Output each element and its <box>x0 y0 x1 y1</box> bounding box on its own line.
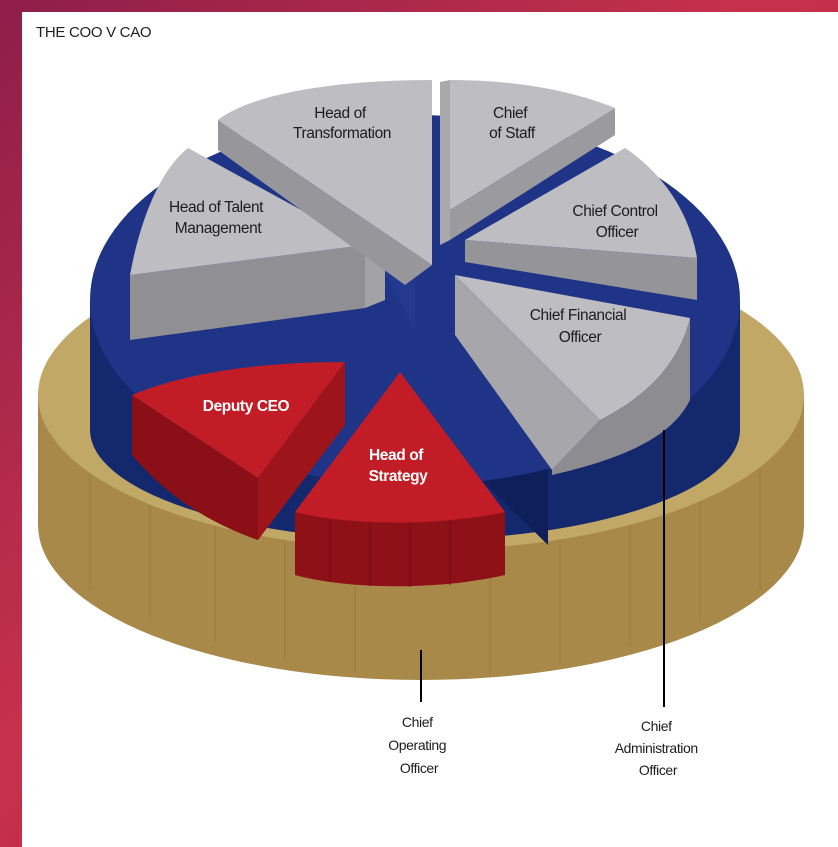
slice-chief-control-officer <box>465 148 697 300</box>
diagram-title: THE COO V CAO <box>36 24 152 41</box>
slice-head-of-talent-management <box>130 148 385 340</box>
label-head-of-transformation: Head of Transformation <box>293 105 391 142</box>
label-chief-of-staff: Chief of Staff <box>489 105 536 142</box>
slice-chief-financial-officer <box>455 275 690 475</box>
label-chief-administration-officer: Chief Administration Officer <box>615 718 702 778</box>
label-head-of-talent-management: Head of Talent Management <box>169 199 267 237</box>
slice-head-of-transformation <box>218 80 432 285</box>
label-chief-control-officer: Chief Control Officer <box>572 203 661 241</box>
slice-head-of-strategy <box>295 372 505 587</box>
slice-chief-of-staff <box>440 80 615 245</box>
label-chief-financial-officer: Chief Financial Officer <box>530 307 630 346</box>
label-deputy-ceo: Deputy CEO <box>203 398 290 415</box>
slice-deputy-ceo <box>132 362 345 540</box>
label-head-of-strategy: Head of Strategy <box>369 447 429 485</box>
label-chief-operating-officer: Chief Operating Officer <box>388 714 449 776</box>
